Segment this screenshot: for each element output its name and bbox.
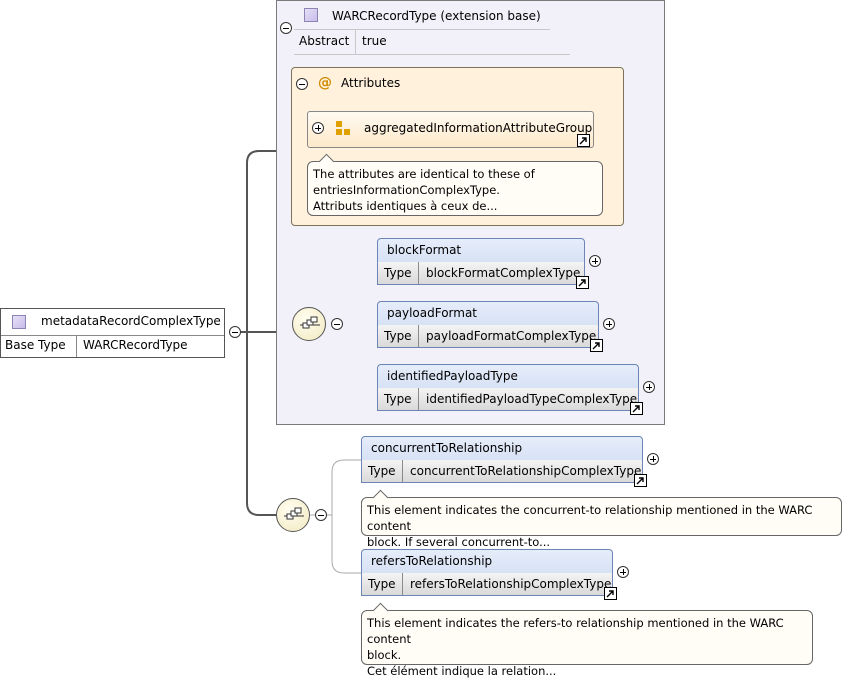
abstract-label: Abstract: [299, 34, 350, 48]
attributes-title: Attributes: [341, 76, 401, 90]
documentation-annotation: This element indicates the concurrent-to…: [361, 497, 842, 549]
type-label: Type: [362, 573, 403, 595]
divider: [294, 54, 570, 55]
attribute-group-expand-toggle[interactable]: [312, 122, 324, 134]
type-value: blockFormatComplexType: [426, 266, 581, 280]
annotation-line: Attributs identiques à ceux de...: [313, 199, 498, 213]
attribute-group-icon: [336, 121, 350, 135]
expand-toggle[interactable]: [589, 255, 601, 267]
documentation-annotation: This element indicates the refers-to rel…: [361, 610, 813, 678]
expand-toggle[interactable]: [643, 381, 655, 393]
root-collapse-toggle[interactable]: [229, 326, 241, 338]
element-type-row: Type refersToRelationshipComplexType: [362, 573, 612, 595]
type-value: payloadFormatComplexType: [426, 329, 597, 343]
expand-toggle[interactable]: [647, 453, 659, 465]
type-label: Type: [362, 460, 403, 482]
extension-collapse-toggle[interactable]: [280, 22, 292, 34]
divider: [355, 30, 356, 54]
attribute-annotation: The attributes are identical to these of…: [307, 161, 603, 216]
annotation-line: block.: [367, 648, 402, 662]
attribute-group-box[interactable]: [307, 111, 594, 148]
type-value: identifiedPayloadTypeComplexType: [426, 392, 638, 406]
divider: [294, 29, 550, 30]
element-type-row: Type identifiedPayloadTypeComplexType: [378, 388, 638, 410]
link-arrow-icon[interactable]: [577, 134, 590, 147]
element-payload-format[interactable]: payloadFormat Type payloadFormatComplexT…: [377, 301, 599, 348]
link-arrow-icon[interactable]: [604, 587, 617, 600]
inner-sequence-compositor[interactable]: [292, 307, 326, 341]
attribute-at-icon: @: [318, 75, 332, 91]
sequence-icon: [300, 316, 320, 329]
element-name: refersToRelationship: [362, 550, 612, 574]
element-refers-to-relationship[interactable]: refersToRelationship Type refersToRelati…: [361, 549, 613, 596]
abstract-value: true: [362, 34, 387, 48]
annotation-line: Cet élément indique la relation...: [367, 664, 557, 678]
element-block-format[interactable]: blockFormat Type blockFormatComplexType: [377, 238, 585, 285]
element-identified-payload-type[interactable]: identifiedPayloadType Type identifiedPay…: [377, 364, 639, 411]
annotation-line: This element indicates the concurrent-to…: [367, 503, 813, 533]
annotation-line: This element indicates the refers-to rel…: [367, 616, 784, 646]
element-name: concurrentToRelationship: [362, 437, 642, 461]
element-type-row: Type concurrentToRelationshipComplexType: [362, 460, 642, 482]
link-arrow-icon[interactable]: [590, 339, 603, 352]
link-arrow-icon[interactable]: [630, 402, 643, 415]
type-label: Type: [378, 388, 419, 410]
type-value: concurrentToRelationshipComplexType: [410, 464, 642, 478]
base-type-label: Base Type: [1, 335, 77, 357]
attribute-group-name: aggregatedInformationAttributeGroup: [364, 121, 593, 135]
link-arrow-icon[interactable]: [576, 276, 589, 289]
element-name: payloadFormat: [378, 302, 598, 326]
outer-sequence-compositor[interactable]: [276, 498, 310, 532]
element-concurrent-to-relationship[interactable]: concurrentToRelationship Type concurrent…: [361, 436, 643, 483]
type-label: Type: [378, 262, 419, 284]
expand-toggle[interactable]: [603, 318, 615, 330]
type-value: refersToRelationshipComplexType: [410, 577, 612, 591]
annotation-line: The attributes are identical to these of: [313, 167, 535, 181]
element-type-row: Type payloadFormatComplexType: [378, 325, 598, 347]
type-label: Type: [378, 325, 419, 347]
root-complex-type-box[interactable]: metadataRecordComplexType Base Type WARC…: [0, 308, 225, 358]
outer-sequence-collapse-toggle[interactable]: [315, 509, 327, 521]
annotation-line: entriesInformationComplexType.: [313, 183, 500, 197]
complex-type-icon: [304, 8, 318, 22]
link-arrow-icon[interactable]: [634, 474, 647, 487]
extension-base-title: WARCRecordType (extension base): [332, 9, 541, 23]
element-type-row: Type blockFormatComplexType: [378, 262, 584, 284]
sequence-icon: [284, 507, 304, 520]
expand-toggle[interactable]: [617, 566, 629, 578]
complex-type-icon: [12, 315, 26, 329]
root-type-header: metadataRecordComplexType: [1, 309, 224, 336]
annotation-line: block. If several concurrent-to...: [367, 535, 551, 549]
root-type-name: metadataRecordComplexType: [41, 314, 221, 328]
attributes-collapse-toggle[interactable]: [296, 78, 308, 90]
element-name: identifiedPayloadType: [378, 365, 638, 389]
inner-sequence-collapse-toggle[interactable]: [331, 318, 343, 330]
base-type-value: WARCRecordType: [83, 338, 188, 352]
element-name: blockFormat: [378, 239, 584, 263]
